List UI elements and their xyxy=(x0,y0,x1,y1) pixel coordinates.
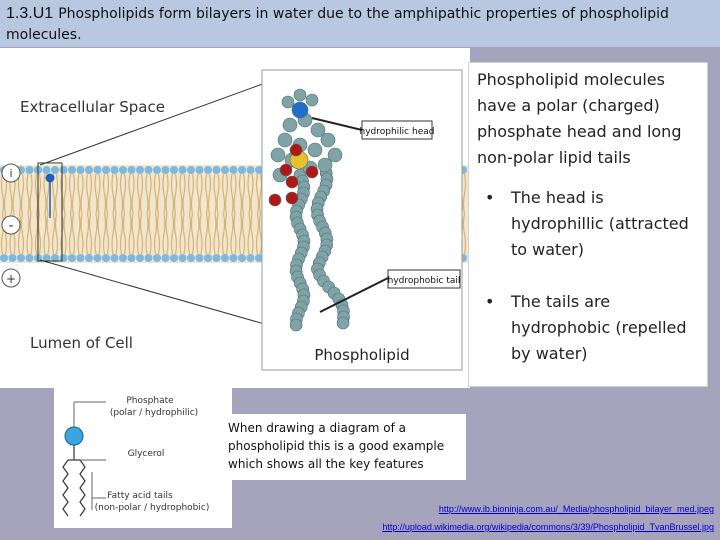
title-code: 1.3.U1 xyxy=(6,5,54,22)
charge-circle-minus xyxy=(1,215,21,235)
bullet-head-text: The head is hydrophillic (attracted to w… xyxy=(511,188,689,259)
slide-title: 1.3.U1 Phospholipids form bilayers in wa… xyxy=(0,0,720,47)
charge-circle-top xyxy=(1,163,21,183)
phosphate-label: Phosphate xyxy=(126,396,174,406)
phosphate-sub: (polar / hydrophilic) xyxy=(110,408,198,418)
charge-circle-plus xyxy=(1,268,21,288)
glycerol-label: Glycerol xyxy=(128,449,165,459)
lumen-label: Lumen of Cell xyxy=(30,334,133,352)
fatty-sub: (non-polar / hydrophobic) xyxy=(95,503,210,513)
phospholipid-label: Phospholipid xyxy=(314,346,409,364)
diagram-caption: When drawing a diagram of a phospholipid… xyxy=(222,414,466,480)
bullet-tails: • The tails are hydrophobic (repelled by… xyxy=(477,289,699,367)
extracellular-label: Extracellular Space xyxy=(20,98,165,116)
hydrophobic-callout xyxy=(387,269,461,289)
bullet-tails-text: The tails are hydrophobic (repelled by w… xyxy=(511,292,687,363)
charge-top-label: i xyxy=(9,167,12,180)
hydrophobic-label: hydrophobic tail xyxy=(388,276,461,286)
hydrophilic-label: hydrophilic head xyxy=(360,127,435,137)
bullet-marker: • xyxy=(485,292,495,311)
bullet-marker: • xyxy=(485,188,495,207)
source-link-1[interactable]: http://www.ib.bioninja.com.au/_Media/pho… xyxy=(438,504,714,514)
info-intro: Phospholipid molecules have a polar (cha… xyxy=(477,70,682,167)
info-box: Phospholipid molecules have a polar (cha… xyxy=(468,62,708,387)
fatty-label: Fatty acid tails xyxy=(107,491,173,501)
phosphate-head-icon xyxy=(64,426,84,446)
title-text: Phospholipids form bilayers in water due… xyxy=(6,6,669,43)
charge-minus-label: - xyxy=(8,218,13,234)
phospholipid-molecule xyxy=(268,88,350,332)
fatty-tail-right xyxy=(79,459,86,517)
simple-phospholipid-diagram: Phosphate (polar / hydrophilic) Glycerol… xyxy=(54,388,232,528)
fatty-tail-left xyxy=(62,459,69,517)
charge-plus-label: + xyxy=(6,272,16,286)
source-link-2[interactable]: http://upload.wikimedia.org/wikipedia/co… xyxy=(382,522,714,532)
bullet-head: • The head is hydrophillic (attracted to… xyxy=(477,185,699,263)
hydrophilic-callout xyxy=(361,120,433,140)
membrane-diagram: Extracellular Space Lumen of Cell i - + … xyxy=(0,48,470,388)
